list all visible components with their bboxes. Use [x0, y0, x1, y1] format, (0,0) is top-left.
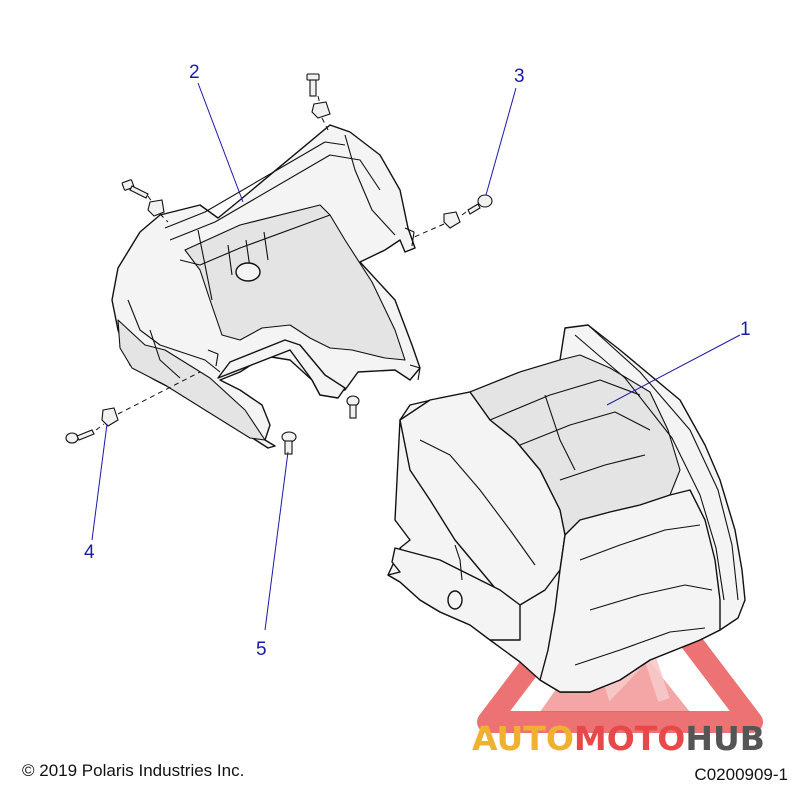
- part-1-outer-hood: [387, 324, 746, 693]
- part-2-inner-shroud: [111, 124, 421, 449]
- callout-2: 2: [189, 62, 244, 203]
- callout-1: 1: [606, 319, 751, 406]
- drawing-number: C0200909-1: [694, 765, 788, 784]
- callout-5: 5: [256, 451, 289, 660]
- watermark-text-hub: HUB: [685, 719, 765, 758]
- watermark-text: AUTOMOTOHUB: [472, 719, 765, 758]
- watermark-text-auto: AUTO: [472, 719, 574, 758]
- hardware-top-center: [306, 73, 331, 131]
- leader-line-1: [606, 334, 741, 406]
- leader-line-2: [197, 82, 244, 203]
- leader-line-5: [264, 451, 289, 631]
- leader-line-4: [91, 423, 108, 541]
- callout-label-2: 2: [189, 62, 200, 83]
- hardware-left: [65, 371, 201, 444]
- svg-text:AUTOMOTOHUB: AUTOMOTOHUB: [472, 719, 765, 758]
- callout-label-5: 5: [256, 639, 267, 660]
- callout-label-3: 3: [514, 66, 525, 87]
- copyright-notice: © 2019 Polaris Industries Inc.: [22, 761, 245, 780]
- hardware-right: [411, 194, 493, 239]
- callout-3: 3: [485, 66, 525, 196]
- leader-line-3: [485, 87, 517, 196]
- watermark-text-moto: MOTO: [574, 719, 685, 758]
- hardware-bottom-center: [281, 395, 360, 455]
- callout-label-1: 1: [740, 319, 751, 340]
- callout-label-4: 4: [84, 542, 95, 563]
- callout-4: 4: [84, 423, 108, 563]
- hardware-top-left: [121, 179, 169, 223]
